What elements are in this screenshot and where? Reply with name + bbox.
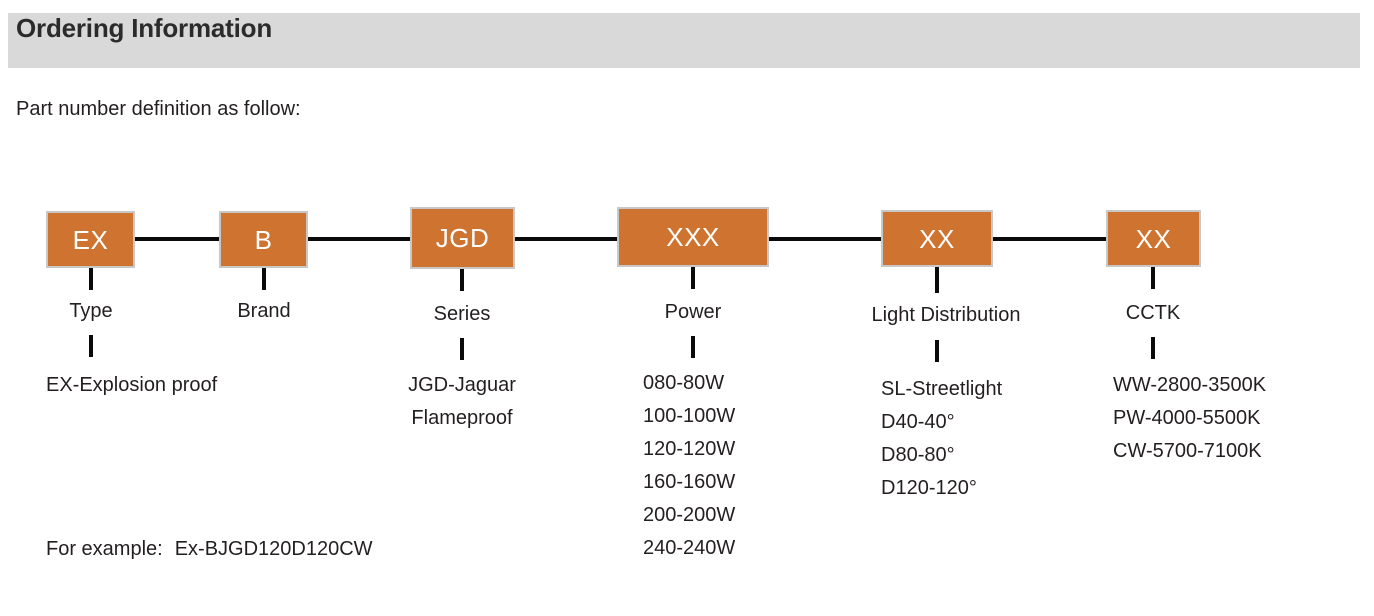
field-label-series: Series: [433, 303, 491, 325]
list-item: D80-80°: [881, 444, 955, 466]
list-item: 200-200W: [643, 504, 736, 526]
list-item: SL-Streetlight: [881, 378, 1003, 400]
code-box-cctk[interactable]: XX: [1106, 210, 1201, 267]
list-item: Flameproof: [411, 407, 513, 429]
list-item: 240-240W: [643, 537, 736, 559]
connector-line-1: [133, 237, 221, 241]
code-box-light-distribution-text: XX: [919, 223, 955, 254]
connector-line-5: [991, 237, 1108, 241]
field-label-type: Type: [69, 300, 113, 322]
list-item: EX-Explosion proof: [46, 374, 218, 396]
stem-light-distribution-top: [935, 267, 939, 293]
example-line: For example: Ex-BJGD120D120CW: [46, 538, 373, 561]
stem-type-top: [89, 268, 93, 290]
code-box-series-text: JGD: [435, 223, 490, 253]
stem-power-bottom: [691, 336, 695, 358]
code-box-power-text: XXX: [666, 222, 720, 252]
intro-text: Part number definition as follow:: [16, 98, 301, 120]
stem-brand-top: [262, 268, 266, 290]
field-label-cctk: CCTK: [1125, 302, 1181, 324]
list-item: CW-5700-7100K: [1113, 440, 1262, 462]
stem-cctk-bottom: [1151, 337, 1155, 359]
code-box-light-distribution[interactable]: XX: [881, 210, 993, 267]
list-item: D40-40°: [881, 411, 955, 433]
stem-cctk-top: [1151, 267, 1155, 289]
option-list-light-distribution: SL-Streetlight D40-40° D80-80° D120-120°: [881, 373, 1002, 505]
page-title: Ordering Information: [16, 13, 273, 43]
code-box-power[interactable]: XXX: [617, 207, 769, 267]
example-label: For example:: [46, 538, 163, 560]
connector-line-3: [513, 237, 619, 241]
field-label-light-distribution: Light Distribution: [871, 304, 1021, 326]
field-label-power: Power: [664, 301, 722, 323]
list-item: 120-120W: [643, 438, 736, 460]
code-box-type[interactable]: EX: [46, 211, 135, 268]
list-item: PW-4000-5500K: [1113, 407, 1261, 429]
list-item: WW-2800-3500K: [1113, 374, 1267, 396]
connector-line-4: [767, 237, 883, 241]
code-box-cctk-text: XX: [1135, 223, 1172, 254]
stem-power-top: [691, 267, 695, 289]
connector-line-2: [306, 237, 412, 241]
code-box-brand-text: B: [254, 224, 273, 255]
list-item: JGD-Jaguar: [408, 374, 516, 396]
list-item: 160-160W: [643, 471, 736, 493]
option-list-power: 080-80W 100-100W 120-120W 160-160W 200-2…: [643, 367, 735, 565]
stem-series-top: [460, 269, 464, 291]
option-list-series: JGD-Jaguar Flameproof: [408, 369, 516, 435]
option-list-type: EX-Explosion proof: [46, 369, 217, 402]
code-box-type-text: EX: [72, 224, 109, 255]
field-label-brand: Brand: [237, 300, 291, 322]
stem-type-bottom: [89, 335, 93, 357]
stem-series-bottom: [460, 338, 464, 360]
list-item: 080-80W: [643, 372, 725, 394]
code-box-series[interactable]: JGD: [410, 207, 515, 269]
option-list-cctk: WW-2800-3500K PW-4000-5500K CW-5700-7100…: [1113, 369, 1266, 468]
code-box-brand[interactable]: B: [219, 211, 308, 268]
list-item: 100-100W: [643, 405, 736, 427]
example-part-number: Ex-BJGD120D120CW: [174, 538, 373, 560]
stem-light-distribution-bottom: [935, 340, 939, 362]
list-item: D120-120°: [881, 477, 977, 499]
section-header-bar: [8, 13, 1360, 68]
